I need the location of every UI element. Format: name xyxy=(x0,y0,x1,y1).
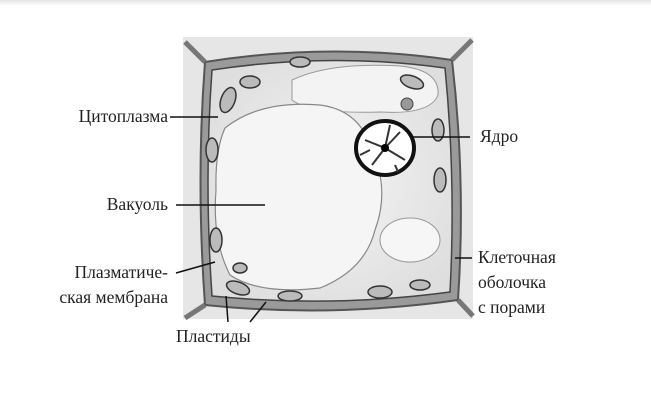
top-edge xyxy=(0,0,651,5)
neighbor-walls xyxy=(183,38,475,321)
label-vacuole: Вакуоль xyxy=(106,194,168,214)
label-wall-line3: с порами xyxy=(478,297,546,317)
label-membrane-line2: ская мембрана xyxy=(59,287,168,307)
vacuole xyxy=(214,103,383,291)
nucleus xyxy=(354,119,416,177)
granule xyxy=(400,97,414,111)
label-membrane-line1: Плазматиче- xyxy=(74,262,168,282)
plastids xyxy=(205,56,447,302)
label-nucleus: Ядро xyxy=(480,126,519,146)
label-cytoplasm: Цитоплазма xyxy=(78,106,168,126)
label-plastids: Пластиды xyxy=(176,326,251,346)
label-wall-line1: Клеточная xyxy=(478,247,556,267)
label-wall-line2: оболочка xyxy=(478,272,547,292)
vacuole-small-bottom xyxy=(379,217,441,263)
leader-lines xyxy=(170,116,472,323)
